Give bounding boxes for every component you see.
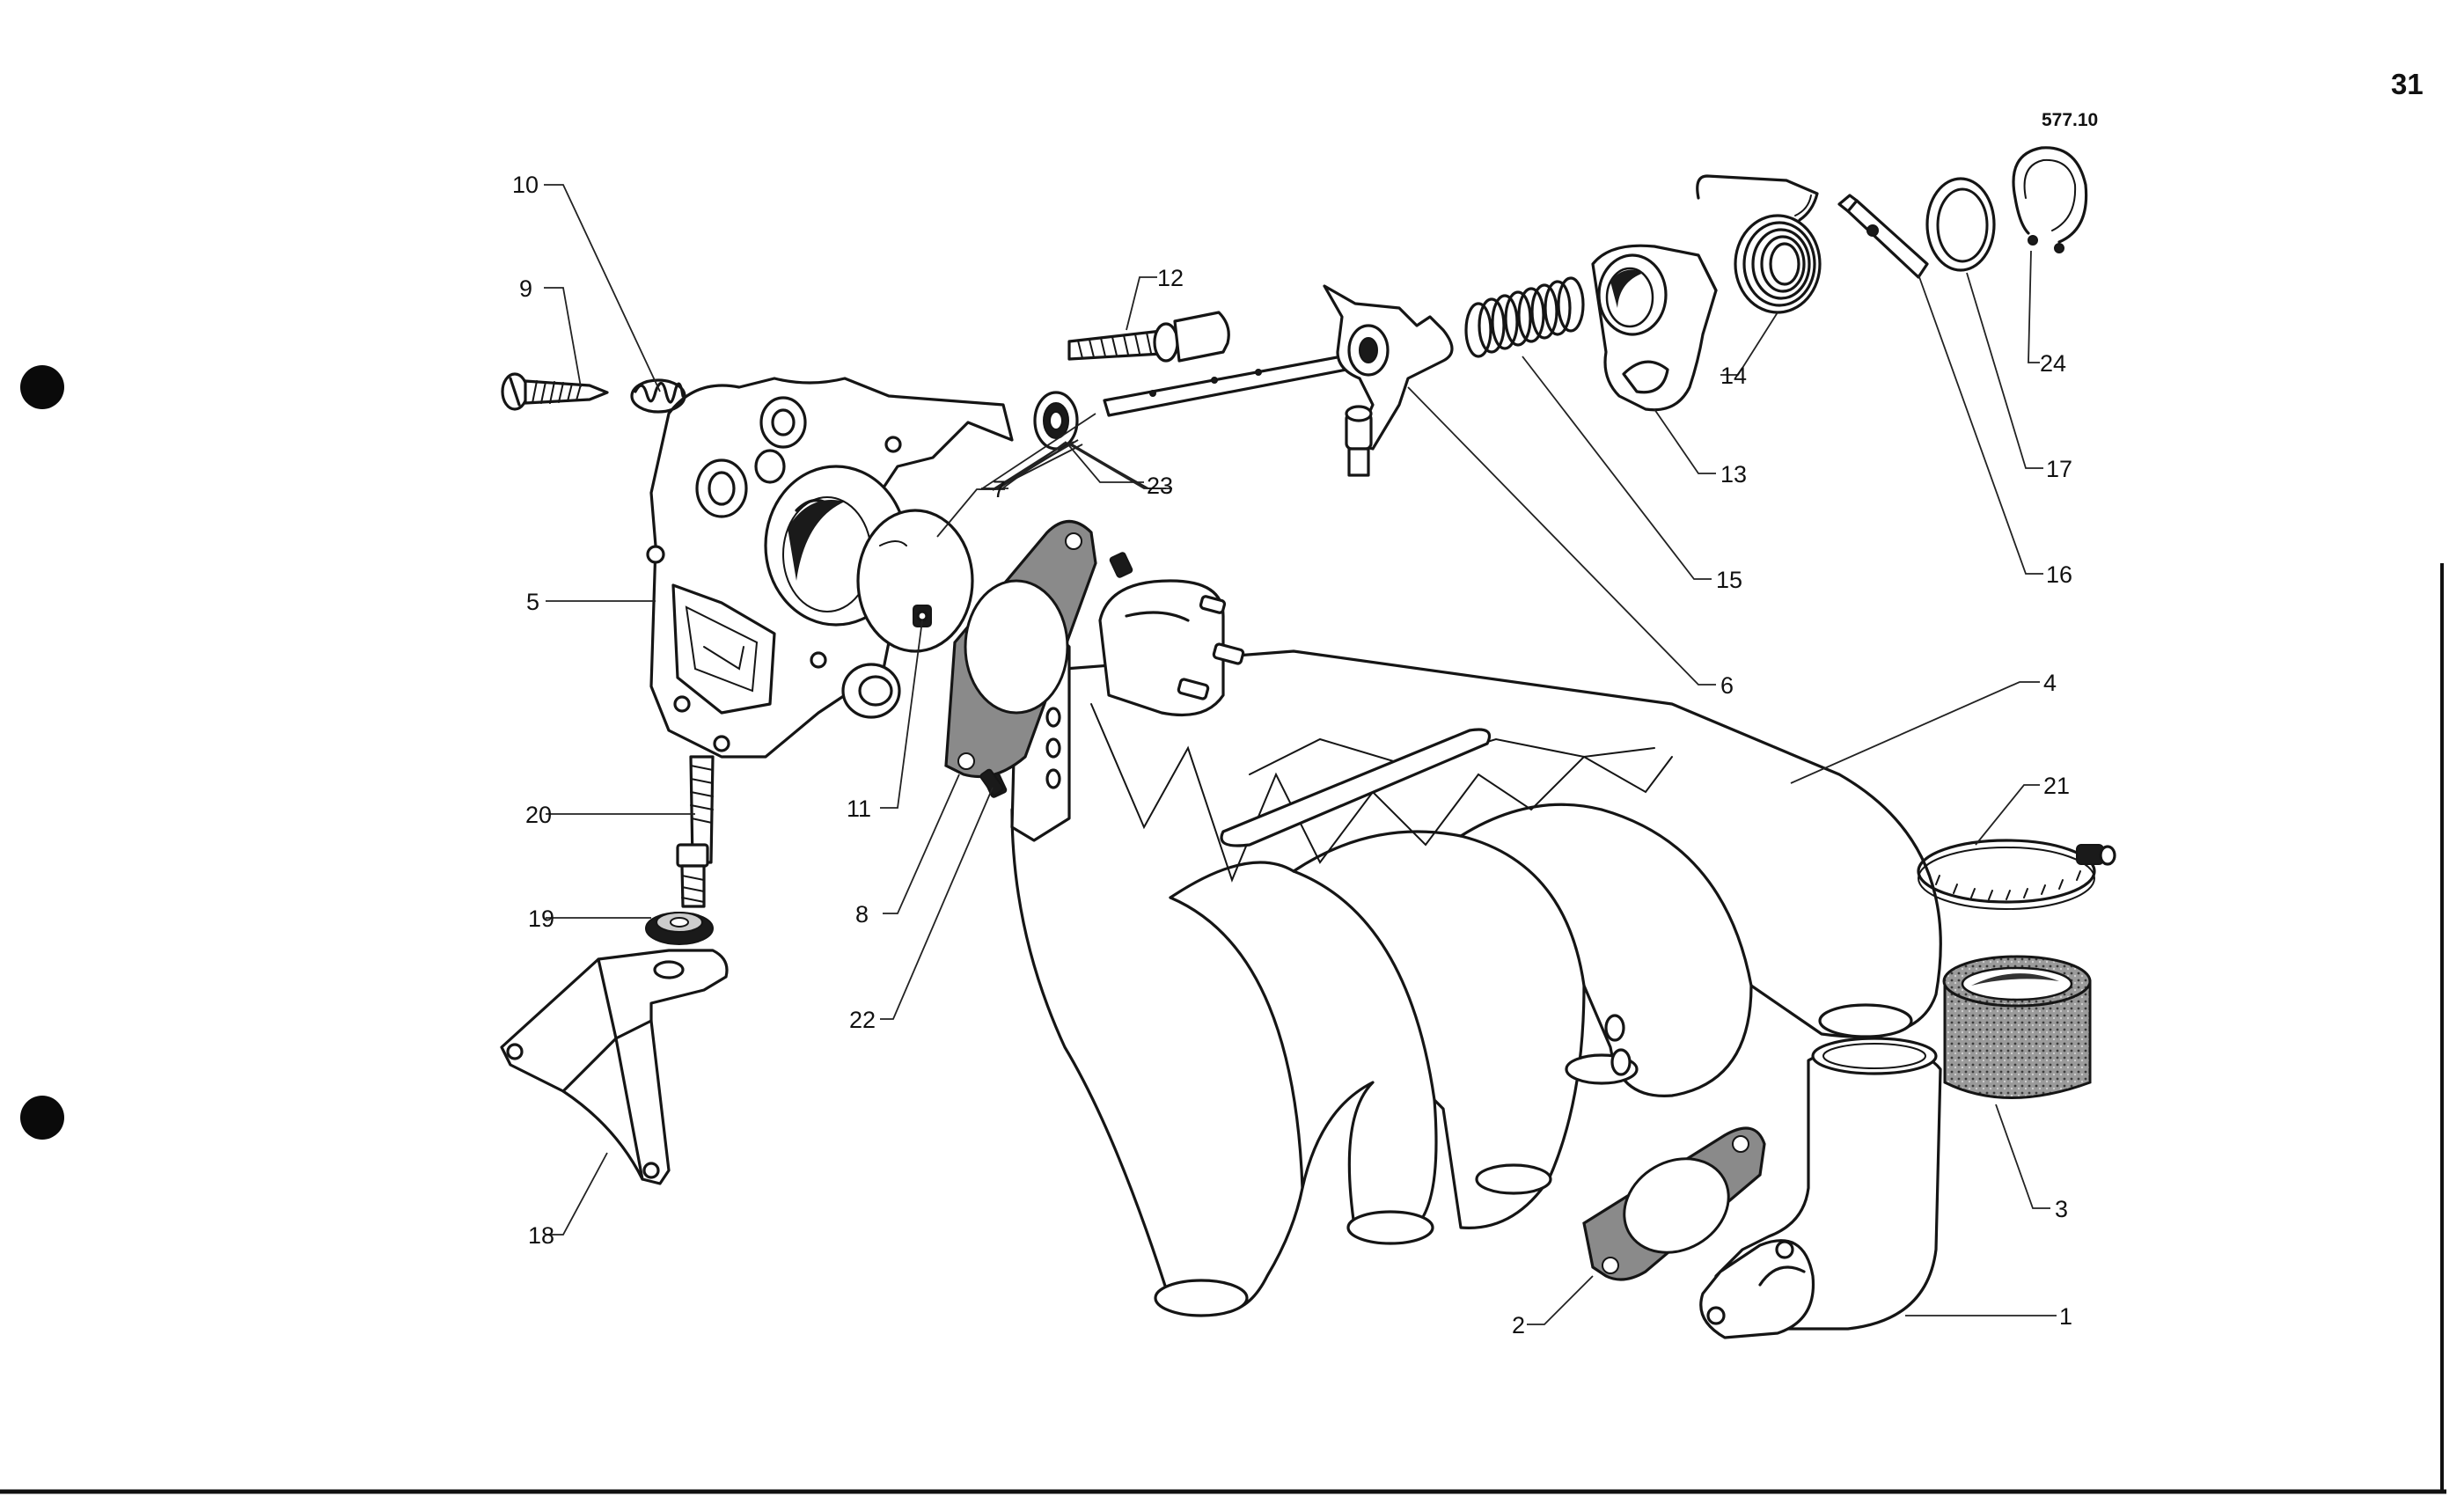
circlip (2012, 146, 2088, 253)
part-label-13: 13 (1720, 461, 1747, 488)
leader-lines (544, 184, 2057, 1325)
reference-code: 577.10 (2042, 110, 2098, 130)
rubber-sleeve (1942, 955, 2092, 1099)
spring-housing (1591, 244, 1718, 412)
part-label-5: 5 (526, 589, 539, 615)
part-label-18: 18 (528, 1222, 554, 1249)
part-label-9: 9 (519, 275, 532, 302)
throttle-shaft-lever (1103, 284, 1454, 477)
elbow-pipe (1699, 1037, 1942, 1339)
o-ring (1925, 177, 1996, 272)
part-label-12: 12 (1157, 265, 1184, 291)
part-label-16: 16 (2046, 561, 2072, 588)
intake-manifold (983, 552, 1942, 1317)
part-label-1: 1 (2059, 1303, 2072, 1330)
return-spring (1464, 276, 1585, 358)
part-label-24: 24 (2040, 350, 2066, 377)
part-label-15: 15 (1716, 567, 1742, 593)
part-label-7: 7 (993, 476, 1006, 502)
part-label-19: 19 (528, 906, 554, 932)
part-label-3: 3 (2055, 1196, 2068, 1222)
part-label-2: 2 (1512, 1312, 1525, 1338)
hose-clamp (1917, 839, 2116, 910)
part-label-4: 4 (2043, 670, 2057, 696)
shaft-key (1837, 194, 1929, 279)
part-label-10: 10 (512, 172, 539, 198)
part-label-11: 11 (847, 796, 871, 822)
throttle-body (646, 377, 1014, 759)
torsion-spring (1696, 174, 1822, 314)
rubber-grommet (645, 912, 714, 945)
throttle-gasket (944, 519, 1097, 779)
page-number: 31 (2391, 68, 2424, 100)
part-labels: 10 9 12 23 7 5 11 20 19 8 22 18 14 13 15… (512, 172, 2072, 1338)
part-label-23: 23 (1147, 473, 1173, 499)
mounting-stud (676, 755, 715, 908)
binder-hole-bottom (20, 1096, 64, 1140)
adjusting-screw (501, 372, 609, 411)
part-label-6: 6 (1720, 672, 1734, 699)
flange-stud (979, 768, 1004, 796)
throttle-plate (856, 509, 974, 653)
part-label-21: 21 (2043, 773, 2070, 799)
part-label-14: 14 (1720, 363, 1747, 389)
part-label-20: 20 (525, 802, 552, 828)
stop-bolt (1067, 311, 1230, 363)
pipe-gasket (1582, 1126, 1766, 1281)
part-label-17: 17 (2046, 456, 2072, 482)
screw-spring (630, 378, 686, 414)
part-label-22: 22 (849, 1007, 876, 1033)
mounting-bracket (500, 949, 729, 1185)
part-label-8: 8 (855, 901, 869, 928)
binder-hole-top (20, 365, 64, 409)
